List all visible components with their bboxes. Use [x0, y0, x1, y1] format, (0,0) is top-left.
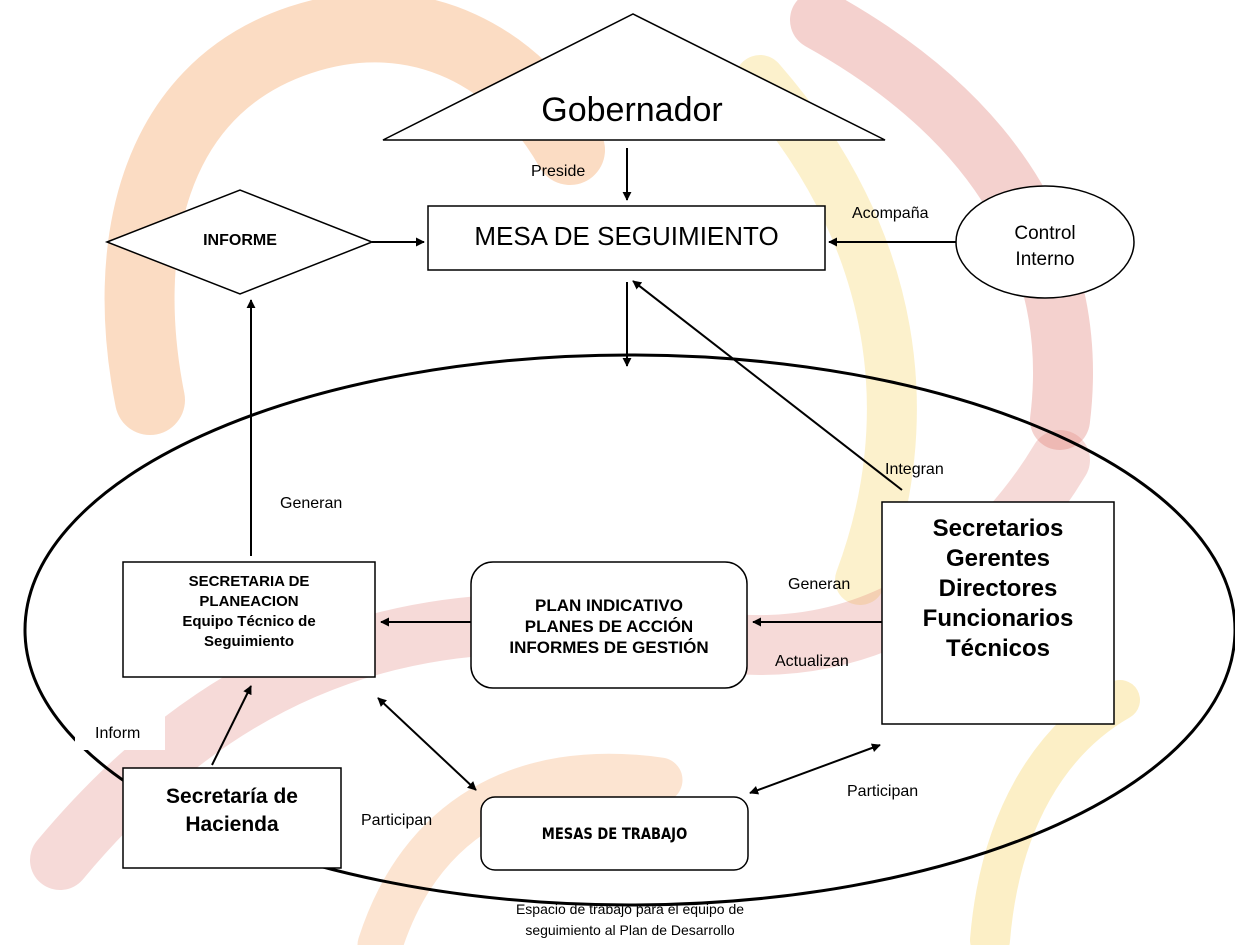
plan-line: PLAN INDICATIVO: [535, 596, 683, 615]
plan-line: INFORMES DE GESTIÓN: [509, 638, 709, 657]
workspace-ellipse: [23, 353, 1235, 907]
watermark-yellow-band: [735, 55, 917, 605]
watermark-yellow-stroke: [970, 680, 1140, 945]
plan-indicativo-box: [470, 561, 748, 689]
watermark-orange-band: [104, 0, 605, 435]
mesas-trabajo-label: MESAS DE TRABAJO: [541, 824, 688, 843]
secretaria-planeacion-label: SECRETARIA DE PLANEACION Equipo Técnico …: [123, 572, 375, 652]
gobernador-triangle: [382, 13, 886, 141]
arrow-secretarios-integran-mesa: [632, 280, 903, 491]
informe-label: INFORME: [203, 232, 277, 249]
workspace-caption: Espacio de trabajo para el equipo de seg…: [440, 899, 820, 941]
planeacion-line: Seguimiento: [203, 633, 294, 650]
secretarios-line: Técnicos: [945, 635, 1051, 662]
acompana-label: Acompaña: [852, 205, 929, 222]
control-interno-line: Control: [1014, 223, 1076, 244]
arrow-mesas-secretarios-bidirectional: [749, 743, 881, 795]
participan-left-label: Participan: [361, 812, 433, 829]
secretarios-line: Gerentes: [945, 545, 1051, 572]
mesa-seguimiento-label: MESA DE SEGUIMIENTO: [474, 221, 779, 251]
hacienda-line: Secretaría de: [166, 785, 298, 808]
secretarios-label: Secretarios Gerentes Directores Funciona…: [882, 514, 1114, 664]
planeacion-line: Equipo Técnico de: [182, 613, 316, 630]
generan-left-label: Generan: [280, 495, 343, 512]
control-interno-line: Interno: [1015, 249, 1075, 270]
secretaria-hacienda-box: [122, 767, 342, 869]
hacienda-line: Hacienda: [185, 813, 279, 836]
caption-line: seguimiento al Plan de Desarrollo: [525, 922, 735, 938]
integran-label: Integran: [885, 461, 944, 478]
secretarios-line: Directores: [938, 575, 1058, 602]
planeacion-line: SECRETARIA DE: [188, 573, 310, 590]
arrow-planeacion-mesas-bidirectional: [377, 697, 477, 791]
inform-label-backdrop: [75, 714, 165, 750]
actualizan-label: Actualizan: [775, 653, 849, 670]
plan-indicativo-label: PLAN INDICATIVO PLANES DE ACCIÓN INFORME…: [471, 595, 747, 658]
preside-label: Preside: [531, 163, 586, 180]
secretaria-hacienda-label: Secretaría de Hacienda: [123, 783, 341, 839]
generan-right-label: Generan: [788, 576, 851, 593]
mesa-seguimiento-box: [427, 205, 826, 271]
caption-line: Espacio de trabajo para el equipo de: [515, 901, 745, 917]
inform-label: Inform: [95, 725, 141, 742]
gobernador-label: Gobernador: [541, 91, 723, 129]
mesas-trabajo-box: [480, 796, 749, 871]
control-interno-label: Control Interno: [975, 221, 1115, 273]
secretaria-planeacion-box: [122, 561, 376, 678]
participan-right-label: Participan: [847, 783, 919, 800]
planeacion-line: PLANEACION: [199, 593, 299, 610]
secretarios-line: Secretarios: [932, 515, 1064, 542]
arrow-hacienda-to-planeacion: [211, 685, 252, 766]
plan-line: PLANES DE ACCIÓN: [524, 617, 694, 636]
secretarios-box: [881, 501, 1115, 725]
secretarios-line: Funcionarios: [922, 605, 1074, 632]
